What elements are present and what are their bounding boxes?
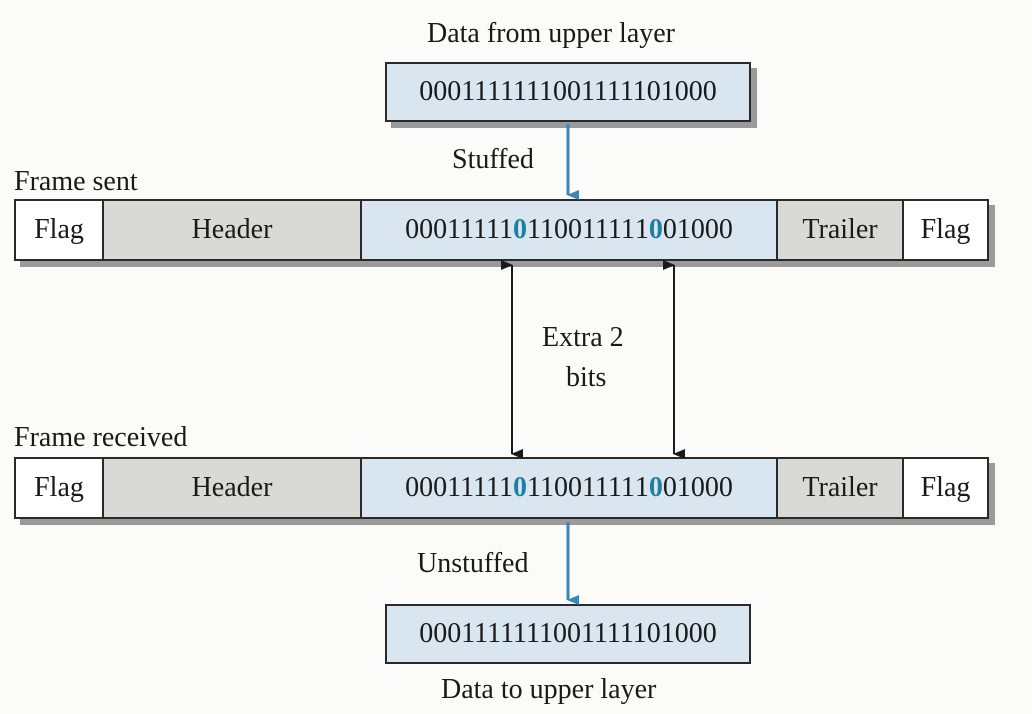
frame-sent-title: Frame sent	[14, 166, 138, 197]
frame-sent-trailer: Trailer	[778, 201, 904, 259]
input-data-bits: 0001111111001111101000	[419, 76, 717, 107]
frame-received-stuffed-bit-1: 0	[513, 472, 527, 503]
frame-received-flag-end: Flag	[904, 459, 987, 517]
frame-sent-flag-start: Flag	[16, 201, 104, 259]
frame-received-trailer: Trailer	[778, 459, 904, 517]
unstuffed-label: Unstuffed	[417, 548, 529, 579]
frame-received-title: Frame received	[14, 422, 188, 453]
frame-received-header: Header	[104, 459, 362, 517]
frame-sent-stuffed-bit-1: 0	[513, 214, 527, 245]
stuffed-label: Stuffed	[452, 144, 534, 175]
frame-received-flag-start: Flag	[16, 459, 104, 517]
output-data-caption: Data to upper layer	[441, 674, 657, 705]
input-data-caption: Data from upper layer	[427, 18, 675, 49]
frame-sent-stuffed-bit-2: 0	[648, 214, 663, 245]
extra-bits-label-line2: bits	[566, 362, 607, 393]
input-data-box: 0001111111001111101000	[385, 62, 751, 122]
frame-sent-flag-end: Flag	[904, 201, 987, 259]
output-data-bits: 0001111111001111101000	[419, 618, 717, 649]
frame-sent-header: Header	[104, 201, 362, 259]
frame-received-stuffed-bit-2: 0	[648, 472, 663, 503]
output-data-box: 0001111111001111101000	[385, 604, 751, 664]
extra-bits-label-line1: Extra 2	[542, 322, 624, 353]
